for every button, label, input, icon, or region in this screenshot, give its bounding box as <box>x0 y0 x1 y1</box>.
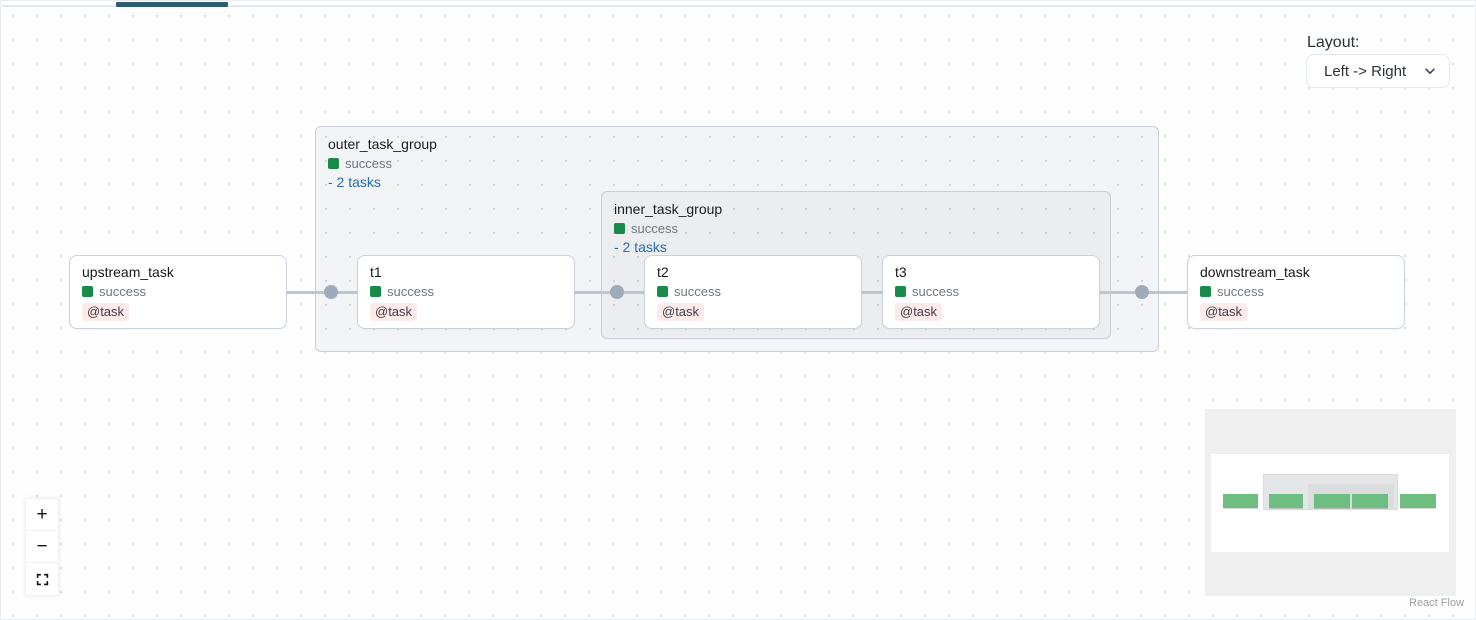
task-node-downstream_task[interactable]: downstream_task success @task <box>1187 255 1405 329</box>
task-title: t3 <box>895 264 907 280</box>
task-decorator-badge: @task <box>370 303 418 321</box>
react-flow-attribution: React Flow <box>1409 597 1465 609</box>
zoom-controls: + − <box>25 498 59 596</box>
task-decorator-badge: @task <box>895 303 943 321</box>
plus-icon: + <box>36 503 48 525</box>
group-join-node <box>1135 285 1149 299</box>
task-node-t2[interactable]: t2 success @task <box>644 255 862 329</box>
status-label: success <box>1217 284 1264 299</box>
status-success-icon <box>370 286 381 297</box>
minimap-node <box>1314 494 1350 508</box>
layout-selected-value: Left -> Right <box>1324 62 1407 80</box>
group-join-node <box>324 285 338 299</box>
task-node-t3[interactable]: t3 success @task <box>882 255 1100 329</box>
status-label: success <box>631 221 678 236</box>
collapse-group-link[interactable]: - 2 tasks <box>328 174 381 190</box>
minimap-node <box>1400 494 1436 508</box>
status-success-icon <box>657 286 668 297</box>
minus-icon: − <box>36 535 48 557</box>
task-group-title: inner_task_group <box>614 201 723 217</box>
zoom-out-button[interactable]: − <box>26 531 58 563</box>
edge-t1-to-t2 <box>575 291 644 294</box>
active-tab-indicator <box>116 2 228 7</box>
fit-view-icon <box>36 573 48 585</box>
minimap-node <box>1352 494 1388 508</box>
minimap[interactable] <box>1205 409 1456 596</box>
task-node-upstream_task[interactable]: upstream_task success @task <box>69 255 287 329</box>
layout-direction-select[interactable]: Left -> Right <box>1306 54 1450 88</box>
task-decorator-badge: @task <box>1200 303 1248 321</box>
task-node-t1[interactable]: t1 success @task <box>357 255 575 329</box>
zoom-in-button[interactable]: + <box>26 499 58 531</box>
minimap-node <box>1223 494 1258 508</box>
status-success-icon <box>614 223 625 234</box>
task-decorator-badge: @task <box>82 303 130 321</box>
status-label: success <box>99 284 146 299</box>
task-decorator-badge: @task <box>657 303 705 321</box>
task-group-title: outer_task_group <box>328 136 437 152</box>
minimap-node <box>1269 494 1303 508</box>
status-label: success <box>674 284 721 299</box>
status-label: success <box>912 284 959 299</box>
status-success-icon <box>895 286 906 297</box>
status-success-icon <box>328 158 339 169</box>
edge-upstream_task-to-t1 <box>287 291 357 294</box>
status-success-icon <box>1200 286 1211 297</box>
collapse-group-link[interactable]: - 2 tasks <box>614 239 667 255</box>
task-title: t2 <box>657 264 669 280</box>
group-join-node <box>610 285 624 299</box>
status-label: success <box>345 156 392 171</box>
edge-t2-to-t3 <box>862 291 883 294</box>
task-title: upstream_task <box>82 264 174 280</box>
status-success-icon <box>82 286 93 297</box>
layout-label: Layout: <box>1307 34 1360 51</box>
task-title: t1 <box>370 264 382 280</box>
task-title: downstream_task <box>1200 264 1310 280</box>
status-label: success <box>387 284 434 299</box>
chevron-down-icon <box>1425 68 1435 74</box>
tab-strip-divider <box>2 5 1474 7</box>
fit-view-button[interactable] <box>26 563 58 595</box>
